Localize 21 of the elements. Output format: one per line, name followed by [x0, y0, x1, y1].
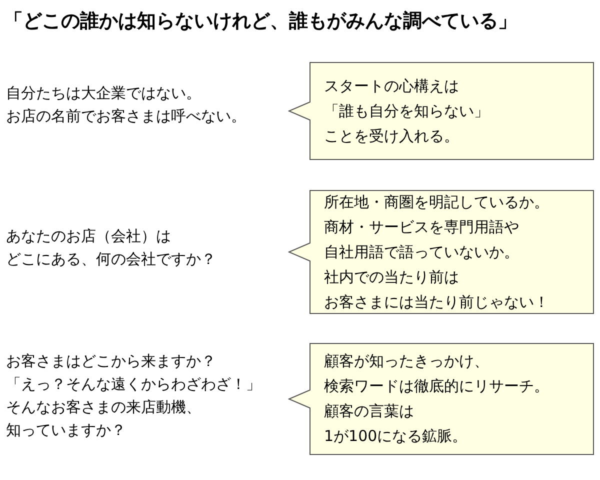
bubble-text: 商材・サービスを専門用語や [324, 216, 519, 238]
bubble-text: お客さまには当たり前じゃない！ [324, 292, 549, 312]
question-text: 「えっ？そんな遠くからわざわざ！」 [6, 374, 261, 395]
bubble-text: 自社用語で語っていないか。 [324, 242, 519, 262]
question-text: 知っていますか？ [6, 420, 126, 441]
title: 「どこの誰かは知らないけれど、誰もがみんな調べている」 [4, 9, 517, 34]
bubble-text: ことを受け入れる。 [324, 126, 459, 146]
question-text: お客さまはどこから来ますか？ [6, 351, 216, 372]
bubble-text: 顧客が知ったきっかけ、 [324, 351, 489, 372]
bubble-text: 所在地・商圏を明記しているか。 [324, 192, 549, 212]
bubble-text: 検索ワードは徹底的にリサーチ。 [324, 376, 549, 397]
bubble-text: 顧客の言葉は [324, 401, 414, 422]
bubble-text: 1が100になる鉱脈。 [324, 426, 468, 447]
bubble-text: 「誰も自分を知らない」 [324, 100, 489, 122]
question-text: そんなお客さまの来店動機、 [6, 397, 201, 418]
bubble-text: スタートの心構えは [324, 76, 459, 96]
question-text: お店の名前でお客さまは呼べない。 [6, 106, 246, 127]
bubble-text: 社内での当たり前は [324, 266, 459, 288]
question-text: 自分たちは大企業ではない。 [6, 83, 201, 104]
question-text: あなたのお店（会社）は [6, 226, 171, 247]
question-text: どこにある、何の会社ですか？ [6, 249, 216, 270]
